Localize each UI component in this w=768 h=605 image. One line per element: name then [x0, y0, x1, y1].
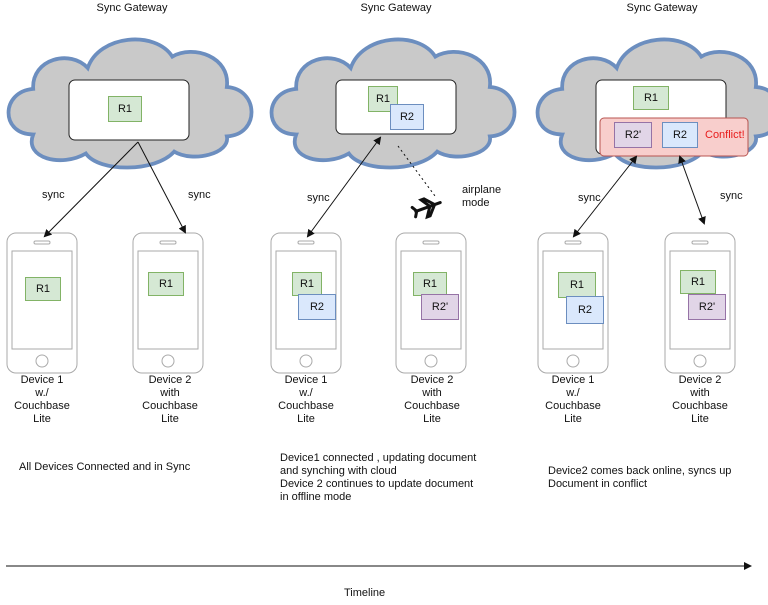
phone3a-doc-r1: R1 — [558, 272, 596, 298]
phone1b-doc-r1: R1 — [148, 272, 184, 296]
sync-label-1a: sync — [42, 189, 65, 201]
sync-arrow-3a — [572, 155, 638, 238]
sync-label-3a: sync — [578, 192, 601, 204]
phone2b-doc-r1: R1 — [413, 272, 447, 296]
device1-label-panel3: Device 1 w./ Couchbase Lite — [545, 374, 601, 425]
phone3a-doc-r2: R2 — [566, 296, 604, 324]
gateway-label-2: Sync Gateway — [360, 2, 432, 14]
sync-arrow-3b — [678, 155, 706, 225]
phone2a-doc-r1: R1 — [292, 272, 322, 296]
cloud1-doc-r1: R1 — [108, 96, 142, 122]
timeline-label: Timeline — [344, 587, 386, 599]
sync-label-3b: sync — [720, 190, 743, 202]
sync-label-2a: sync — [307, 192, 330, 204]
cloud3-doc-r2p: R2' — [614, 122, 652, 148]
airplane-icon — [410, 197, 442, 220]
cloud2-doc-r2: R2 — [390, 104, 424, 130]
offline-link-2b — [397, 145, 436, 197]
gateway-label-3: Sync Gateway — [626, 2, 698, 14]
sync-label-1b: sync — [188, 189, 211, 201]
cloud3-doc-r1: R1 — [633, 86, 669, 110]
phone-1a — [6, 232, 78, 374]
sync-arrow-2a — [306, 136, 382, 238]
caption-panel2: Device1 connected , updating document an… — [280, 452, 477, 503]
phone3b-doc-r1: R1 — [680, 270, 716, 294]
device2-label-panel3: Device 2 with Couchbase Lite — [672, 374, 728, 425]
sync-arrow-1a — [43, 141, 139, 238]
device1-label-panel1: Device 1 w./ Couchbase Lite — [14, 374, 70, 425]
airplane-mode-label: airplane mode — [462, 184, 502, 209]
device2-label-panel1: Device 2 with Couchbase Lite — [142, 374, 198, 425]
gateway-label-1: Sync Gateway — [96, 2, 168, 14]
caption-panel1: All Devices Connected and in Sync — [19, 461, 191, 473]
phone3b-doc-r2p: R2' — [688, 294, 726, 320]
sync-arrow-1b — [137, 141, 186, 234]
phone1a-doc-r1: R1 — [25, 277, 61, 301]
phone2a-doc-r2: R2 — [298, 294, 336, 320]
device1-label-panel2: Device 1 w./ Couchbase Lite — [278, 374, 334, 425]
device2-label-panel2: Device 2 with Couchbase Lite — [404, 374, 460, 425]
caption-panel3: Device2 comes back online, syncs up Docu… — [548, 465, 732, 490]
conflict-label: Conflict! — [705, 129, 745, 141]
cloud3-doc-r2: R2 — [662, 122, 698, 148]
phone2b-doc-r2p: R2' — [421, 294, 459, 320]
phone-1b — [132, 232, 204, 374]
